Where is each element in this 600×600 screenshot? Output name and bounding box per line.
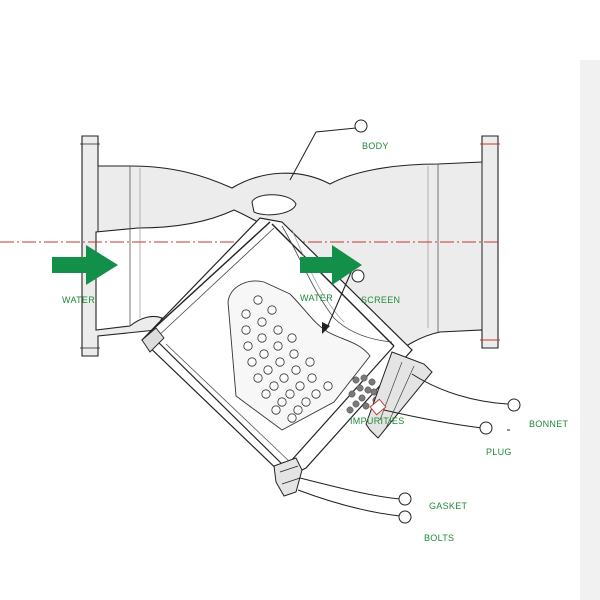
screen-hole (293, 405, 303, 415)
inlet-flow-arrow-icon (52, 245, 118, 285)
screen-rim-right (289, 345, 395, 463)
screen-edge-bottom (155, 339, 285, 467)
screen-hole (291, 365, 301, 375)
screen-pointer-line (325, 269, 353, 331)
impurity-particle (352, 400, 360, 408)
bonnet-leader (411, 373, 509, 405)
screen-hole (277, 397, 287, 407)
impurity-particle (364, 386, 372, 394)
plug-label: PLUG (486, 447, 512, 457)
impurity-particles (346, 374, 380, 414)
screen-hole (295, 381, 305, 391)
impurities-label: IMPURITIES (350, 416, 405, 426)
screen-hole (267, 305, 277, 315)
gasket-end (273, 457, 303, 497)
screen-hole (323, 381, 333, 391)
screen-callout-icon (351, 269, 365, 283)
plug-part (369, 398, 387, 416)
bonnet-detail-2 (385, 365, 415, 429)
screen-hole (289, 349, 299, 359)
plug-leader (383, 409, 483, 429)
water-flow-label: WATER (300, 293, 333, 303)
screen-edge-left-inner (155, 227, 275, 339)
bonnet-cap (365, 351, 433, 439)
impurity-particle (358, 394, 366, 402)
screen-hole (259, 349, 269, 359)
impurity-particle (352, 376, 360, 384)
screen-hole (305, 357, 315, 367)
screen-hole (269, 381, 279, 391)
screen-hole (301, 397, 311, 407)
screen-hole (285, 389, 295, 399)
screen-edge-bottom-inner (165, 343, 291, 463)
screen-hole (287, 413, 297, 423)
flow-guide-1 (281, 225, 393, 343)
screen-hole (271, 405, 281, 415)
screen-hole (273, 341, 283, 351)
plug-callout-icon (479, 421, 493, 435)
outlet-flow-arrow-icon (300, 245, 362, 285)
gasket-leader (299, 477, 401, 500)
impurity-particle (346, 406, 354, 414)
screen-hole (311, 389, 321, 399)
screen-hole (261, 389, 271, 399)
bolts-callout-icon (398, 510, 412, 524)
screen-hole (275, 357, 285, 367)
bonnet-callout-icon (507, 398, 521, 412)
gasket-callout-icon (398, 492, 412, 506)
paper-shadow (580, 60, 600, 600)
screen-hole (263, 365, 273, 375)
gasket-label: GASKET (429, 501, 468, 511)
screen-hole (243, 341, 253, 351)
screen-pointer-head (322, 322, 330, 334)
body-leader (289, 127, 357, 181)
impurity-particle (348, 390, 356, 398)
screen-hole (307, 373, 317, 383)
bolt-line-2 (281, 477, 301, 485)
screen-edge-left (149, 221, 271, 333)
bolts-leader (297, 489, 401, 517)
bonnet-label: BONNET (529, 419, 569, 429)
screen-hole (279, 373, 289, 383)
impurity-particle (362, 402, 370, 410)
water-inlet-label: WATER (62, 295, 95, 305)
body-label: BODY (362, 141, 389, 151)
screen-hole (241, 309, 251, 319)
screen-label: SCREEN (361, 295, 401, 305)
bonnet-detail-1 (379, 361, 403, 421)
screen-hole (253, 373, 263, 383)
impurity-particle (368, 378, 376, 386)
bolt-line-1 (279, 465, 299, 473)
flow-guide-2 (291, 229, 345, 323)
screen-hole (247, 357, 257, 367)
body-slot (251, 194, 297, 216)
screen-holes (241, 295, 333, 423)
bolts-label: BOLTS (424, 533, 455, 543)
screen-hole (257, 317, 267, 327)
screen-hole (241, 325, 251, 335)
impurity-particle (356, 384, 364, 392)
screen-hole (287, 333, 297, 343)
strainer-chamber (141, 217, 433, 497)
screen-hole (273, 325, 283, 335)
screen-hole (257, 333, 267, 343)
body-callout-icon (354, 119, 368, 133)
screen-hole (253, 295, 263, 305)
impurity-particle (360, 374, 368, 382)
chamber-rim-left (141, 327, 165, 353)
